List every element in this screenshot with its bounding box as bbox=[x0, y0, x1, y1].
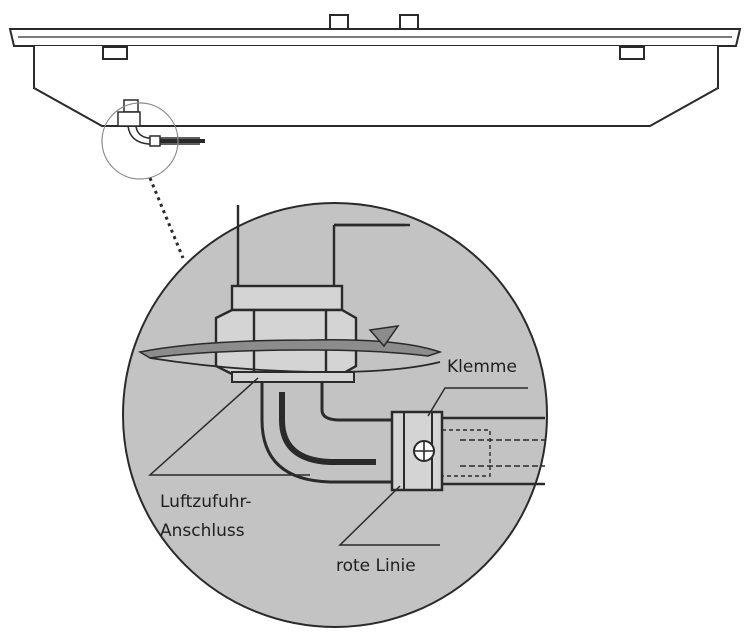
appliance-unit bbox=[8, 14, 742, 180]
label-rote-linie: rote Linie bbox=[336, 556, 416, 576]
unit-body bbox=[33, 46, 719, 127]
top-knob-right bbox=[399, 14, 419, 30]
detail-callout-circle bbox=[122, 202, 548, 628]
label-luftzufuhr-line1: Luftzufuhr- bbox=[160, 492, 252, 512]
leader-luftzufuhr bbox=[148, 377, 310, 476]
mount-tab-left bbox=[102, 46, 128, 60]
rotation-arrow-icon bbox=[137, 325, 443, 373]
elbow-pipe bbox=[260, 382, 392, 484]
small-fitting bbox=[117, 99, 205, 147]
leader-klemme bbox=[427, 387, 528, 417]
label-klemme: Klemme bbox=[447, 357, 517, 377]
nut-washer bbox=[231, 371, 355, 383]
leader-rote-linie bbox=[338, 485, 440, 546]
hose-assembly bbox=[390, 410, 545, 492]
top-knob-left bbox=[329, 14, 349, 30]
label-luftzufuhr-line2: Anschluss bbox=[160, 521, 245, 541]
detail-leader bbox=[148, 177, 185, 259]
nut-collar bbox=[230, 284, 344, 312]
label-leaders bbox=[148, 377, 528, 546]
mount-tab-right bbox=[619, 46, 645, 60]
screw-icon bbox=[413, 440, 435, 462]
detail-circle-small bbox=[101, 102, 179, 180]
